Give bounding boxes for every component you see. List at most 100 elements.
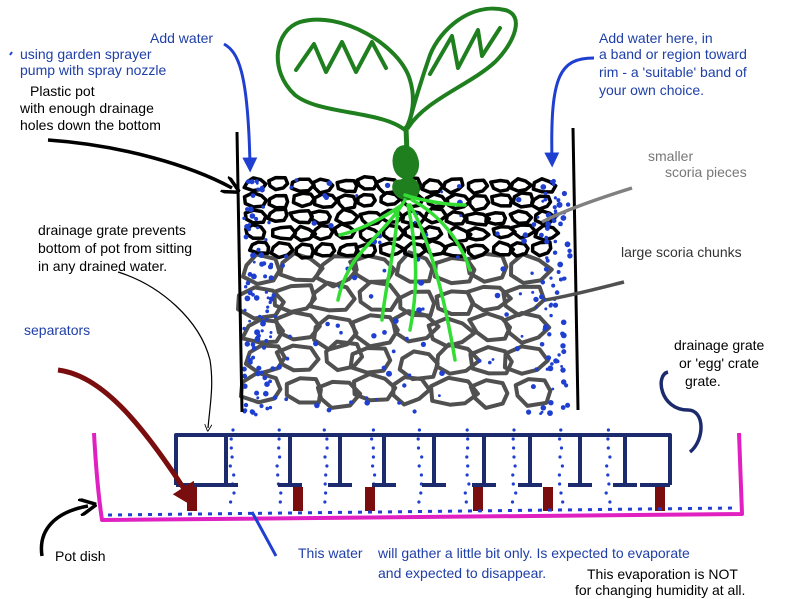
- drainage-grate: [174, 433, 672, 487]
- scoria-chunk: [397, 349, 440, 382]
- label-smaller-2: scoria pieces: [665, 164, 747, 180]
- separator-post: [473, 487, 483, 511]
- water-droplet: [539, 294, 544, 299]
- drip-droplet: [277, 428, 281, 432]
- water-droplet: [250, 252, 256, 259]
- water-droplet: [268, 275, 274, 281]
- grate-cell-wall: [568, 433, 592, 487]
- water-droplet: [540, 410, 544, 414]
- label-add-water-right-4: your own choice.: [599, 82, 705, 98]
- drip-droplet: [229, 446, 233, 450]
- water-droplet: [560, 332, 567, 339]
- drip-droplet: [559, 428, 563, 432]
- grate-cell-wall: [422, 433, 446, 487]
- water-droplet: [533, 296, 539, 303]
- scoria-piece: [419, 224, 444, 242]
- scoria-piece: [509, 177, 534, 193]
- drip-droplet: [466, 437, 470, 441]
- drip-droplet: [558, 437, 562, 441]
- water-droplet: [289, 185, 294, 190]
- drip-droplet: [605, 464, 609, 468]
- water-droplet: [522, 232, 529, 238]
- water-droplet: [254, 216, 259, 222]
- water-droplet: [251, 355, 256, 360]
- scoria-chunk: [426, 316, 477, 349]
- drip-droplet: [465, 473, 469, 477]
- drip-droplet: [608, 500, 612, 504]
- grate-cell-wall: [278, 433, 302, 487]
- scoria-chunk: [241, 252, 282, 286]
- water-droplet: [328, 223, 334, 229]
- water-droplet: [294, 178, 299, 183]
- drip-droplet: [607, 482, 611, 486]
- scoria-piece: [491, 225, 517, 240]
- water-droplet: [284, 397, 289, 402]
- scoria-piece: [335, 178, 359, 194]
- drip-droplet: [278, 455, 282, 459]
- scoria-piece: [511, 191, 535, 209]
- water-droplets: [228, 178, 612, 504]
- water-droplet: [456, 184, 462, 189]
- water-droplet: [242, 383, 248, 389]
- drip-droplet: [323, 455, 327, 459]
- grate-frame: [174, 433, 672, 485]
- water-droplet: [560, 319, 567, 326]
- water-droplet: [250, 193, 256, 199]
- water-droplet: [259, 187, 265, 193]
- water-droplet: [412, 409, 417, 414]
- label-egg-grate-1: drainage grate: [674, 337, 765, 353]
- water-droplet: [404, 336, 409, 341]
- scoria-chunk: [274, 310, 322, 342]
- water-droplet: [531, 222, 537, 227]
- water-droplet: [518, 292, 523, 296]
- water-droplet: [556, 198, 561, 203]
- scoria-chunk: [240, 317, 285, 345]
- scoria-piece: [311, 177, 335, 195]
- water-droplet: [378, 240, 382, 245]
- water-droplet: [521, 238, 527, 244]
- scoria-chunk: [501, 284, 547, 318]
- water-droplet: [260, 316, 264, 320]
- water-droplet: [251, 273, 257, 280]
- water-droplet: [514, 346, 520, 352]
- scoria-piece: [267, 193, 290, 210]
- label-plastic-pot-2: with enough drainage: [20, 100, 154, 116]
- arrow-this-water: [250, 511, 278, 557]
- drip-droplet: [511, 446, 516, 450]
- water-droplet: [541, 199, 545, 203]
- water-droplet: [558, 221, 563, 227]
- water-droplet: [565, 402, 571, 408]
- drip-droplet: [324, 491, 328, 495]
- water-droplet: [551, 218, 557, 224]
- water-droplet: [491, 358, 495, 361]
- scoria-chunk: [315, 379, 363, 410]
- water-droplet: [553, 209, 558, 213]
- scoria-piece: [267, 175, 290, 192]
- water-droplet: [543, 197, 548, 202]
- drip-droplet: [464, 500, 468, 504]
- drip-droplet: [278, 500, 282, 504]
- arrow-large-scoria: [544, 280, 625, 302]
- drip-droplet: [324, 473, 328, 477]
- water-droplet: [544, 239, 550, 245]
- water-droplet: [243, 308, 247, 312]
- scoria-piece: [445, 192, 472, 211]
- scoria-piece: [484, 211, 508, 226]
- arrow-smaller-scoria: [541, 186, 633, 224]
- drip-droplet: [561, 500, 565, 504]
- water-droplet: [561, 349, 567, 355]
- water-droplet: [265, 406, 270, 411]
- water-droplet: [268, 379, 272, 384]
- water-droplet: [265, 309, 270, 314]
- scoria-piece: [247, 240, 271, 256]
- scoria-piece: [508, 209, 534, 226]
- water-droplet: [375, 398, 379, 401]
- scoria-chunk: [468, 345, 514, 376]
- drip-droplet: [514, 491, 518, 495]
- water-droplet: [284, 254, 289, 259]
- water-droplet: [544, 307, 548, 311]
- water-droplet: [272, 395, 278, 400]
- water-droplet: [551, 387, 555, 391]
